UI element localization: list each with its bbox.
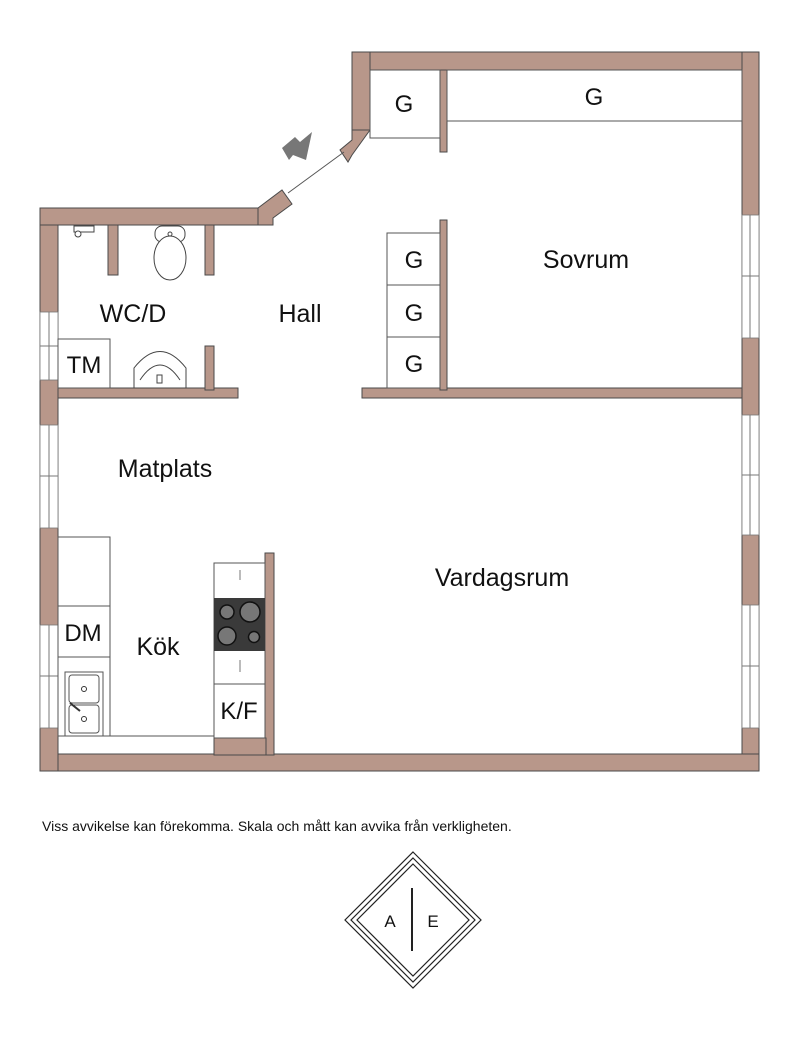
fixture-label: G [405, 300, 424, 327]
room-label-wc: WC/D [100, 300, 167, 328]
wall-wc-1 [107, 224, 119, 276]
fixture-label: G [585, 84, 604, 111]
wall-top-left [39, 207, 259, 226]
wall-closet-divider [439, 69, 448, 153]
windows [39, 214, 760, 729]
tm-box [57, 338, 111, 389]
fixture-label: DM [64, 620, 101, 647]
walls [39, 51, 760, 772]
disclaimer-text: Viss avvikelse kan förekomma. Skala och … [42, 818, 512, 834]
room-label-sovrum: Sovrum [543, 246, 629, 274]
stove-icon [214, 598, 265, 651]
entrance-arrow-icon [282, 132, 312, 160]
wall-kitchen-bottom [213, 737, 267, 756]
fixture-label: G [405, 247, 424, 274]
closet-top-small [369, 69, 441, 139]
logo-letter-left: A [384, 912, 396, 931]
fixture-label: G [395, 91, 414, 118]
wall-bottom [39, 753, 760, 772]
closet-top-wide [446, 69, 743, 122]
room-label-hall: Hall [278, 300, 321, 328]
wall-sovrum-bottom [361, 387, 743, 399]
fixture-label: G [405, 351, 424, 378]
sink-icon [133, 351, 187, 389]
logo-letter-right: E [427, 912, 438, 931]
closet-hall-2 [386, 284, 441, 338]
fixture-label: TM [67, 352, 102, 379]
room-label-matplats: Matplats [118, 455, 212, 483]
wall-entrance-right [351, 51, 371, 143]
wall-wc-3 [204, 345, 215, 391]
closet-hall-3 [386, 336, 441, 389]
fixture-label: K/F [220, 698, 257, 725]
room-label-vardagsrum: Vardagsrum [435, 564, 569, 592]
wall-kitchen [264, 552, 275, 756]
entrance-door [287, 151, 345, 194]
wall-wc-2 [204, 224, 215, 276]
wall-sovrum-left [439, 219, 448, 391]
room-label-kok: Kök [136, 633, 180, 661]
wall-top [351, 51, 760, 71]
shower-icon [73, 225, 95, 238]
logo [344, 851, 482, 989]
door-stub-left [257, 189, 293, 226]
toilet-icon [153, 225, 187, 281]
kitchen-sink-icon [64, 671, 104, 737]
door-stub-right [339, 129, 371, 163]
